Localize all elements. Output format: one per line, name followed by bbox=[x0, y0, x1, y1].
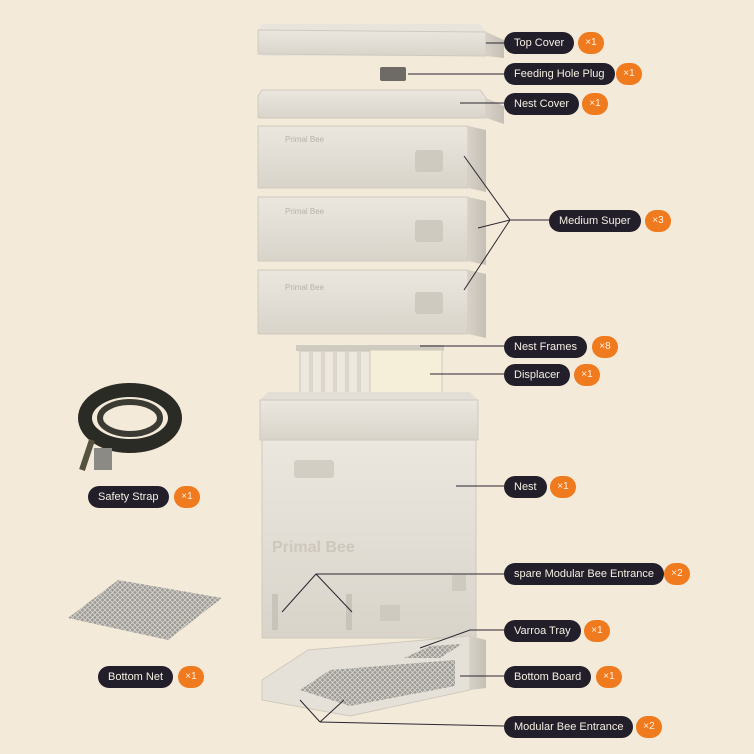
qty-safety-strap: ×1 bbox=[174, 486, 200, 508]
qty-nest: ×1 bbox=[550, 476, 576, 498]
label-bottom-net: Bottom Net bbox=[98, 666, 174, 688]
qty-varroa-tray: ×1 bbox=[584, 620, 610, 642]
qty-feeding-hole-plug: ×1 bbox=[616, 63, 642, 85]
nest: Primal Bee bbox=[259, 392, 479, 639]
medium-super-1: Primal Bee bbox=[257, 125, 486, 192]
label-top-cover: Top Cover bbox=[504, 32, 575, 54]
qty-nest-cover: ×1 bbox=[582, 93, 608, 115]
nest-frames bbox=[296, 345, 444, 400]
feeding-hole-plug bbox=[380, 67, 406, 81]
qty-spare-modular-bee-entrance: ×2 bbox=[664, 563, 690, 585]
qty-bottom-board: ×1 bbox=[596, 666, 622, 688]
top-cover bbox=[257, 24, 504, 58]
label-nest-cover: Nest Cover bbox=[504, 93, 580, 115]
label-modular-bee-entrance: Modular Bee Entrance bbox=[504, 716, 634, 738]
label-nest: Nest bbox=[504, 476, 547, 498]
label-varroa-tray: Varroa Tray bbox=[504, 620, 581, 642]
medium-super-2: Primal Bee bbox=[257, 196, 486, 265]
label-displacer: Displacer bbox=[504, 364, 570, 386]
label-nest-frames: Nest Frames bbox=[504, 336, 587, 358]
svg-text:Primal Bee: Primal Bee bbox=[272, 539, 355, 556]
label-safety-strap: Safety Strap bbox=[88, 486, 169, 508]
label-bottom-board: Bottom Board bbox=[504, 666, 592, 688]
qty-displacer: ×1 bbox=[574, 364, 600, 386]
svg-text:Primal Bee: Primal Bee bbox=[285, 207, 325, 216]
svg-text:Primal Bee: Primal Bee bbox=[285, 283, 325, 292]
label-medium-super: Medium Super bbox=[549, 210, 641, 232]
qty-bottom-net: ×1 bbox=[178, 666, 204, 688]
label-spare-modular-bee-entrance: spare Modular Bee Entrance bbox=[504, 563, 665, 585]
svg-text:Primal Bee: Primal Bee bbox=[285, 135, 325, 144]
medium-super-3: Primal Bee bbox=[257, 269, 486, 338]
qty-top-cover: ×1 bbox=[578, 32, 604, 54]
qty-medium-super: ×3 bbox=[645, 210, 671, 232]
bottom-net-mesh bbox=[68, 580, 222, 640]
varroa-tray-mesh bbox=[404, 644, 462, 658]
label-feeding-hole-plug: Feeding Hole Plug bbox=[504, 63, 615, 85]
displacer bbox=[369, 349, 443, 395]
qty-nest-frames: ×8 bbox=[592, 336, 618, 358]
qty-modular-bee-entrance: ×2 bbox=[636, 716, 662, 738]
nest-cover bbox=[257, 89, 504, 124]
safety-strap-coil bbox=[78, 383, 182, 471]
